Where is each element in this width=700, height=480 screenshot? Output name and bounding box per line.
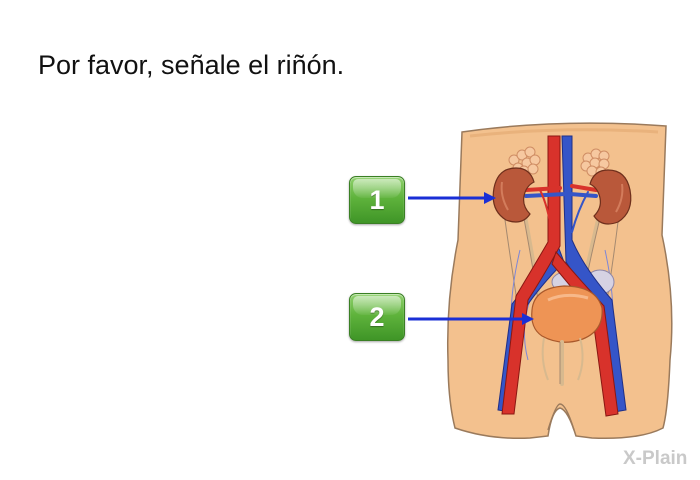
answer-button-1-label: 1 <box>369 184 385 215</box>
pointer-arrow-1 <box>408 192 496 204</box>
answer-button-2[interactable]: 2 <box>349 293 405 341</box>
left-kidney <box>492 167 535 223</box>
answer-button-2-label: 2 <box>369 301 385 332</box>
aorta <box>501 135 619 417</box>
question-prompt: Por favor, señale el riñón. <box>38 50 345 80</box>
brand-logo: X-Plain <box>623 448 688 469</box>
left-adrenal-gland <box>508 146 541 177</box>
right-kidney <box>589 169 632 225</box>
answer-button-1[interactable]: 1 <box>349 176 405 224</box>
pointer-arrow-2 <box>408 313 534 325</box>
right-adrenal-gland <box>580 148 610 178</box>
